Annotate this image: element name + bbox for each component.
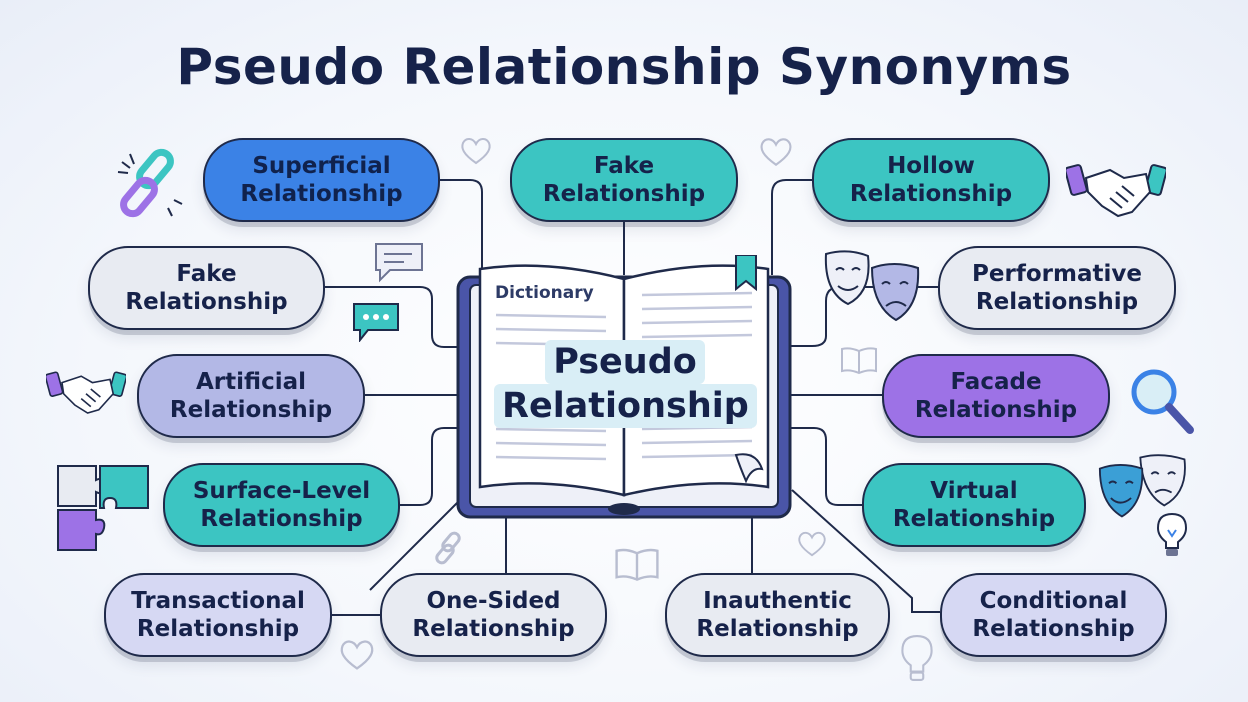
theater-masks-icon xyxy=(1098,454,1186,518)
book-title-line1: Pseudo xyxy=(545,340,705,384)
node-label-1: One-Sided xyxy=(426,588,561,614)
puzzle-icon xyxy=(57,465,149,551)
chat-bubble-icon xyxy=(353,303,399,342)
open-book-icon xyxy=(615,548,659,581)
node-label-2: Relationship xyxy=(169,397,333,423)
handshake-icon xyxy=(46,371,126,414)
heart-icon xyxy=(760,138,792,166)
node-label-1: Fake xyxy=(176,261,237,287)
node-label-2: Relationship xyxy=(200,506,363,532)
open-book-icon xyxy=(841,347,877,375)
node-label-2: Relationship xyxy=(136,616,300,642)
heart-icon xyxy=(461,138,491,165)
node-label-2: Relationship xyxy=(892,506,1056,532)
heart-icon xyxy=(798,531,826,557)
node-label-2: Relationship xyxy=(412,616,575,642)
handshake-icon xyxy=(1066,164,1166,218)
node-label-1: Surface-Level xyxy=(192,478,371,504)
heart-icon xyxy=(340,640,374,670)
theater-masks-icon xyxy=(824,250,920,322)
book-title-line2: Relationship xyxy=(494,384,757,428)
node-label-1: Inauthentic xyxy=(703,588,852,614)
node-label-2: Relationship xyxy=(914,397,1078,423)
book-title: Pseudo Relationship xyxy=(494,340,757,428)
node-label-2: Relationship xyxy=(125,289,288,315)
chain-link-icon xyxy=(435,531,461,565)
chat-bubble-icon xyxy=(375,243,423,283)
node-label-1: Performative xyxy=(972,261,1142,287)
node-label-1: Artificial xyxy=(196,369,306,395)
lightbulb-icon xyxy=(901,635,933,681)
node-label-1: Conditional xyxy=(979,588,1128,614)
lightbulb-icon xyxy=(1156,512,1188,556)
page-title: Pseudo Relationship Synonyms xyxy=(176,38,1072,96)
node-label-2: Relationship xyxy=(849,181,1013,207)
node-label-2: Relationship xyxy=(972,616,1135,642)
node-label-2: Relationship xyxy=(975,289,1139,315)
node-label-1: Superficial xyxy=(252,153,391,179)
node-label-2: Relationship xyxy=(240,181,403,207)
node-label-1: Virtual xyxy=(930,478,1018,504)
book-tag: Dictionary xyxy=(495,283,594,303)
chain-link-icon xyxy=(117,148,183,218)
node-label-2: Relationship xyxy=(696,616,859,642)
node-label-1: Transactional xyxy=(131,588,305,614)
magnifier-icon xyxy=(1131,369,1194,434)
node-label-1: Fake xyxy=(593,153,655,179)
node-label-2: Relationship xyxy=(542,181,706,207)
node-label-1: Hollow xyxy=(887,153,975,179)
node-label-1: Facade xyxy=(950,369,1042,395)
